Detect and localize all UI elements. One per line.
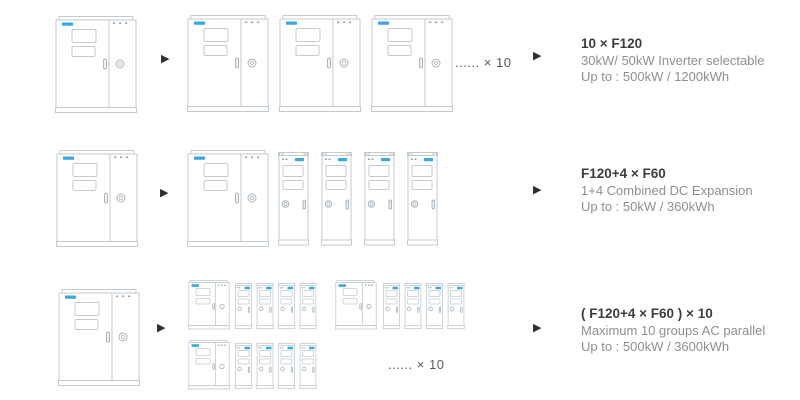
cabinet-f60-small [277,282,296,330]
repeat-count-label: ...... × 10 [388,357,445,372]
cabinet-f120 [187,15,269,112]
config-title: ( F120+4 × F60 ) × 10 [581,306,713,321]
cabinet-f60-small [425,282,444,330]
result-row-2: F120+4 × F60 1+4 Combined DC Expansion U… [581,166,753,214]
config-title: F120+4 × F60 [581,166,666,181]
result-row-3: ( F120+4 × F60 ) × 10 Maximum 10 groups … [581,306,765,354]
result-row-1: 10 × F120 30kW/ 50kW Inverter selectable… [581,36,765,84]
cabinet-f120 [371,15,453,112]
arrow-right-icon: ▶ [533,50,542,62]
cabinet-f60-small [234,282,253,330]
cabinet-f60-small [234,342,253,390]
config-detail: 30kW/ 50kW Inverter selectable [581,53,765,68]
cabinet-f60-small [256,342,274,390]
config-capacity: Up to : 50kW / 360kWh [581,198,715,214]
cabinet-f60-small [404,282,422,330]
cabinet-f60-small [256,282,274,330]
cabinet-f120-small [334,279,378,330]
cabinet-f60-small [299,342,317,390]
arrow-right-icon: ▶ [161,53,170,65]
cabinet-f120 [187,150,269,247]
config-capacity: Up to : 500kW / 3600kWh [581,338,730,354]
cabinet-f120 [55,16,137,113]
cabinet-f60 [364,152,395,246]
cabinet-f60-small [382,282,401,330]
cabinet-f60 [407,152,438,246]
arrow-right-icon: ▶ [533,184,542,196]
arrow-right-icon: ▶ [533,322,542,334]
cabinet-f60-small [447,282,465,330]
arrow-right-icon: ▶ [160,187,169,199]
cabinet-f120-small [187,279,231,330]
cabinet-f60-small [299,282,317,330]
cabinet-f60 [321,152,352,246]
config-title: 10 × F120 [581,36,643,51]
config-detail: Maximum 10 groups AC parallel [581,323,766,338]
config-capacity: Up to : 500kW / 1200kWh [581,68,730,84]
cabinet-f120 [58,289,140,386]
cabinet-f120 [56,150,138,247]
cabinet-f120-small [187,339,231,390]
cabinet-f60 [278,152,309,246]
arrow-right-icon: ▶ [157,322,166,334]
config-detail: 1+4 Combined DC Expansion [581,183,753,198]
repeat-count-label: ...... × 10 [455,55,512,70]
cabinet-f120 [279,15,361,112]
cabinet-f60-small [277,342,296,390]
